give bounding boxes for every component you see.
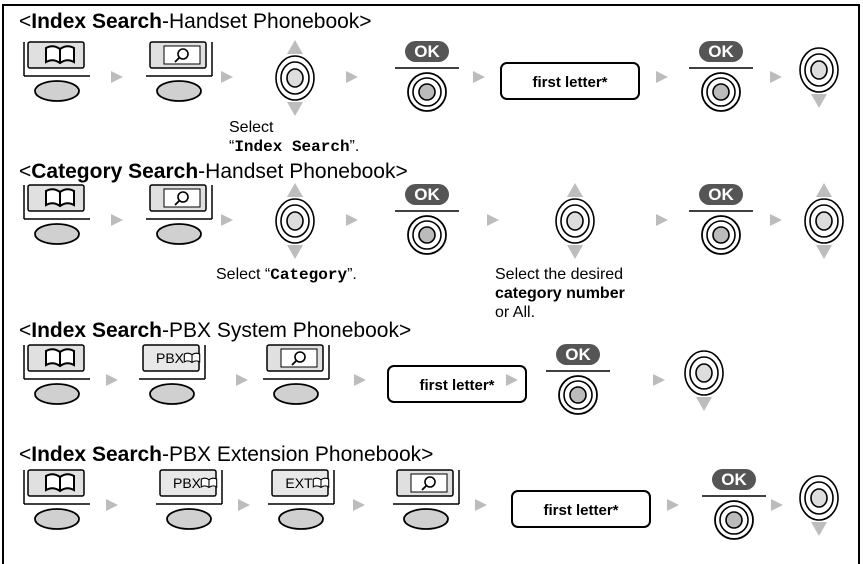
pbx-label: PBX	[173, 475, 202, 491]
step-arrow-icon	[110, 70, 124, 89]
diagram-frame	[2, 4, 860, 564]
ext-label: EXT	[285, 475, 313, 491]
section-2-title: <Category Search-Handset Phonebook>	[19, 160, 408, 183]
ok-label: OK	[414, 42, 440, 61]
navigator-up-down-1-3	[268, 38, 322, 123]
enter-first-letter-box-4-5: first letter*	[511, 490, 651, 533]
step-arrow-icon	[345, 70, 359, 89]
book-glyph	[183, 352, 201, 364]
navigator-down-1-7	[797, 42, 841, 117]
ok-label: OK	[721, 470, 747, 489]
step-arrow-icon	[474, 498, 488, 517]
step-arrow-icon	[770, 498, 784, 517]
caption-select-category-number: Select the desired category number or Al…	[495, 266, 625, 321]
section-1-title: <Index Search-Handset Phonebook>	[19, 10, 372, 33]
book-glyph	[312, 477, 330, 489]
pbx-phonebook-key-3-2: PBX	[133, 343, 211, 420]
step-arrow-icon	[345, 213, 359, 232]
section-3-title: <Index Search-PBX System Phonebook>	[19, 319, 412, 342]
navigator-up-down-2-7	[797, 181, 851, 266]
step-arrow-icon	[352, 498, 366, 517]
pbx-phonebook-key-4-2: PBX	[150, 468, 228, 545]
book-glyph	[45, 188, 75, 208]
ok-label: OK	[708, 42, 734, 61]
pbx-label: PBX	[156, 350, 185, 366]
step-arrow-icon	[505, 373, 519, 392]
ok-label: OK	[708, 185, 734, 204]
step-arrow-icon	[235, 373, 249, 392]
step-arrow-icon	[652, 373, 666, 392]
first-letter-label: first letter*	[419, 377, 494, 394]
step-arrow-icon	[237, 498, 251, 517]
enter-first-letter-box-1-5: first letter*	[500, 62, 640, 105]
navigator-down-4-7	[797, 470, 841, 545]
step-arrow-icon	[769, 213, 783, 232]
first-letter-label: first letter*	[543, 502, 618, 519]
search-key-3-3	[257, 343, 335, 420]
step-arrow-icon	[220, 213, 234, 232]
ok-key-1-6: OK	[687, 40, 755, 120]
ok-key-4-6: OK	[700, 468, 768, 548]
step-arrow-icon	[110, 213, 124, 232]
step-arrow-icon	[655, 213, 669, 232]
ok-key-3-5: OK	[544, 343, 612, 423]
step-arrow-icon	[105, 373, 119, 392]
search-key-4-4	[387, 468, 465, 545]
ext-phonebook-key-4-3: EXT	[262, 468, 340, 545]
magnifier-glyph	[280, 348, 318, 368]
book-glyph	[45, 473, 75, 493]
first-letter-label: first letter*	[532, 74, 607, 91]
caption-select-category: Select “Category”.	[216, 266, 357, 284]
book-glyph	[45, 348, 75, 368]
ok-key-2-4: OK	[393, 183, 461, 263]
ok-key-2-6: OK	[687, 183, 755, 263]
step-arrow-icon	[655, 70, 669, 89]
caption-select-index-search: Select “Index Search”.	[229, 119, 360, 156]
phonebook-key-1-1	[18, 40, 96, 117]
phonebook-key-3-1	[18, 343, 96, 420]
ok-key-1-4: OK	[393, 40, 461, 120]
magnifier-glyph	[163, 188, 201, 208]
book-glyph	[200, 477, 218, 489]
phonebook-key-2-1	[18, 183, 96, 260]
ok-label: OK	[565, 345, 591, 364]
magnifier-glyph	[163, 45, 201, 65]
magnifier-glyph	[410, 473, 448, 493]
step-arrow-icon	[220, 70, 234, 89]
navigator-up-down-2-3	[268, 181, 322, 266]
search-key-1-2	[140, 40, 218, 117]
step-arrow-icon	[666, 498, 680, 517]
step-arrow-icon	[769, 70, 783, 89]
step-arrow-icon	[472, 70, 486, 89]
navigator-down-3-6	[682, 345, 726, 420]
navigator-up-down-2-5	[548, 181, 602, 266]
enter-first-letter-box-3-4: first letter*	[387, 365, 527, 408]
step-arrow-icon	[353, 373, 367, 392]
step-arrow-icon	[105, 498, 119, 517]
ok-label: OK	[414, 185, 440, 204]
phonebook-key-4-1	[18, 468, 96, 545]
section-4-title: <Index Search-PBX Extension Phonebook>	[19, 443, 434, 466]
step-arrow-icon	[486, 213, 500, 232]
search-key-2-2	[140, 183, 218, 260]
book-glyph	[45, 45, 75, 65]
